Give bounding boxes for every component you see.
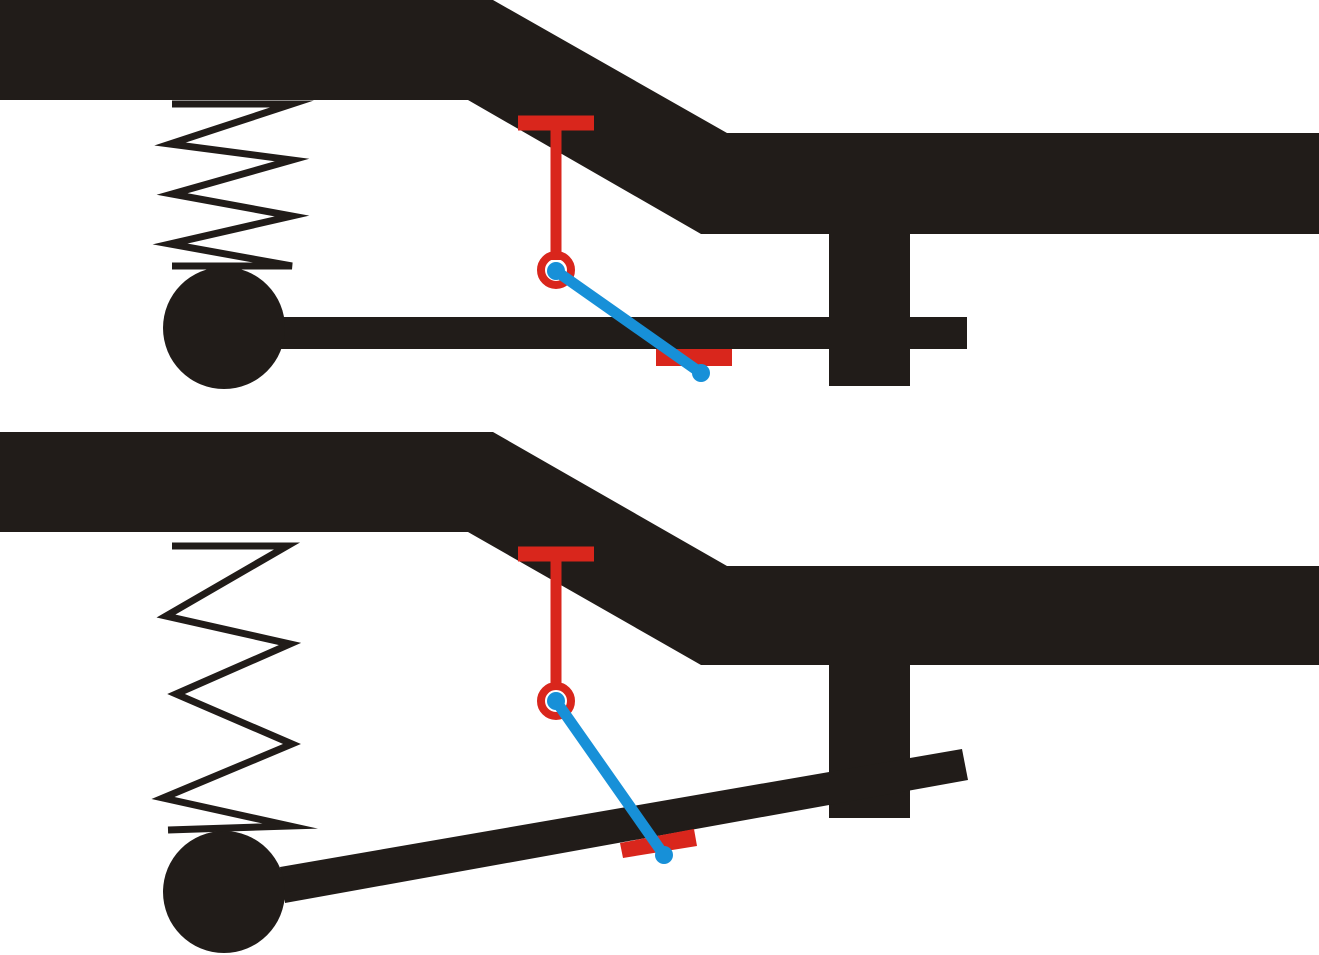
housing-frame [0, 432, 1319, 818]
spring [151, 542, 318, 834]
bracket [518, 546, 594, 720]
housing-frame [0, 0, 1319, 386]
panel-bottom [0, 432, 1319, 953]
spring [152, 100, 314, 270]
blue-link [547, 262, 710, 382]
bracket [518, 115, 594, 289]
blue-link [547, 692, 673, 864]
panel-top [0, 0, 1319, 389]
lever-arm [163, 749, 968, 953]
